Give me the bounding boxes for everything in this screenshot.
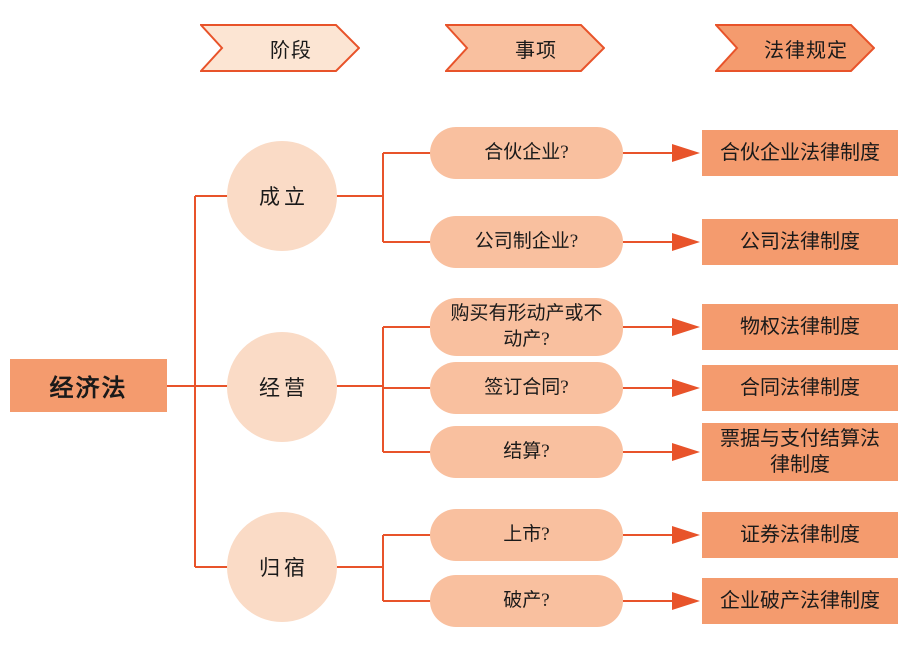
question-pill-company: 公司制企业?	[430, 216, 623, 268]
question-pill-bankruptcy: 破产?	[430, 575, 623, 627]
law-box-negotiable-instruments-law: 票据与支付结算法律制度	[702, 423, 898, 481]
question-pill-partnership: 合伙企业?	[430, 127, 623, 179]
question-pill-settlement: 结算?	[430, 426, 623, 478]
header-banner-law: 法律规定	[715, 24, 875, 72]
header-banner-label: 法律规定	[764, 39, 848, 62]
header-banner-label: 事项	[515, 39, 557, 62]
banner-arrow-shape	[200, 24, 360, 72]
question-pill-contract: 签订合同?	[430, 362, 623, 414]
law-box-contract-law: 合同法律制度	[702, 365, 898, 411]
header-banner-matter: 事项	[445, 24, 605, 72]
header-banner-label: 阶段	[270, 39, 312, 62]
header-banner-stage: 阶段	[200, 24, 360, 72]
law-box-property-law: 物权法律制度	[702, 304, 898, 350]
stage-circle-operation: 经营	[227, 332, 337, 442]
law-box-company-law: 公司法律制度	[702, 219, 898, 265]
banner-arrow-shape	[445, 24, 605, 72]
stage-circle-ending: 归宿	[227, 512, 337, 622]
banner-arrow-shape	[715, 24, 875, 72]
law-box-securities-law: 证券法律制度	[702, 512, 898, 558]
root-node-economic-law: 经济法	[10, 359, 167, 412]
stage-circle-establishment: 成立	[227, 141, 337, 251]
question-pill-listing: 上市?	[430, 509, 623, 561]
law-box-partnership-law: 合伙企业法律制度	[702, 130, 898, 176]
law-box-enterprise-bankruptcy-law: 企业破产法律制度	[702, 578, 898, 624]
question-pill-property-purchase: 购买有形动产或不动产?	[430, 298, 623, 356]
